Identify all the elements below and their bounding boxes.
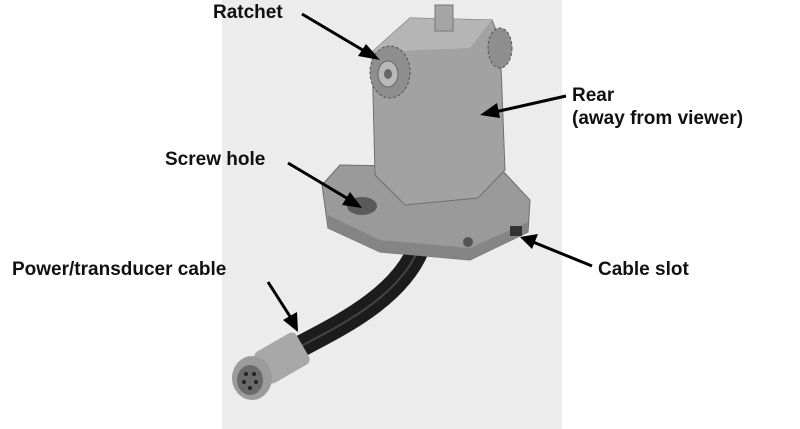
ratchet-gear xyxy=(369,27,513,99)
screw-hole-label: Screw hole xyxy=(165,149,266,170)
screw-hole-arrow xyxy=(287,161,351,202)
cable-slot xyxy=(510,226,522,236)
power-cable-arrow xyxy=(266,281,293,319)
rear-label: Rear xyxy=(572,85,615,106)
power-cable-label: Power/transducer cable xyxy=(12,259,227,280)
cable-connector xyxy=(232,332,310,400)
callout-arrows xyxy=(266,12,593,332)
mount-upright xyxy=(371,4,506,206)
cable-slot-arrow xyxy=(532,240,593,268)
rear-arrow xyxy=(494,94,567,114)
cable-slot-label: Cable slot xyxy=(598,259,689,280)
ratchet-arrow xyxy=(301,12,367,54)
rear-sublabel: (away from viewer) xyxy=(572,108,744,129)
ratchet-label: Ratchet xyxy=(213,2,283,23)
